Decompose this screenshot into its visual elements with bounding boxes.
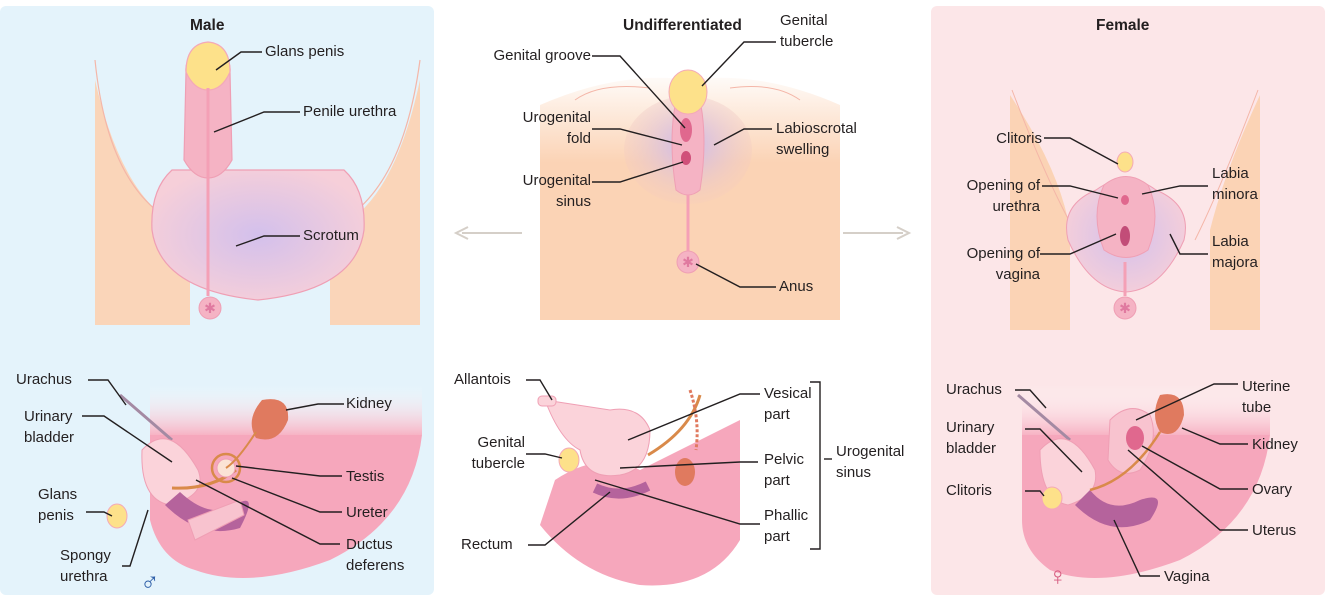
label-urinary-bladder-female: Urinary bladder	[946, 417, 996, 459]
label-opening-of-urethra: Opening of urethra	[967, 175, 1040, 217]
label-allantois: Allantois	[454, 369, 511, 390]
label-kidney-male: Kidney	[346, 393, 392, 414]
label-urogenital-sinus-top: Urogenital sinus	[523, 170, 591, 212]
male-title: Male	[190, 17, 224, 35]
label-spongy-urethra: Spongy urethra	[60, 545, 111, 587]
label-urinary-bladder-male: Urinary bladder	[24, 406, 74, 448]
label-labia-minora: Labia minora	[1212, 163, 1258, 205]
undifferentiated-title: Undifferentiated	[623, 17, 742, 35]
label-ureter: Ureter	[346, 502, 388, 523]
label-phallic-part: Phallic part	[764, 505, 808, 547]
label-glans-penis-bottom: Glans penis	[38, 484, 77, 526]
male-symbol-icon: ♂	[140, 569, 160, 595]
label-urogenital-sinus-bracket: Urogenital sinus	[836, 441, 904, 483]
label-genital-tubercle-bottom: Genital tubercle	[472, 432, 525, 474]
male-external-genitalia: ✱	[95, 42, 420, 325]
female-internal-sagittal	[1018, 385, 1270, 578]
label-labia-majora: Labia majora	[1212, 231, 1258, 273]
label-genital-tubercle-top: Genital tubercle	[780, 10, 833, 52]
label-labioscrotal-swelling: Labioscrotal swelling	[776, 118, 857, 160]
female-external-genitalia: ✱	[1010, 90, 1260, 330]
label-testis: Testis	[346, 466, 384, 487]
label-clitoris-bottom: Clitoris	[946, 480, 992, 501]
label-vagina: Vagina	[1164, 566, 1210, 587]
svg-text:✱: ✱	[204, 300, 216, 316]
label-anus: Anus	[779, 276, 813, 297]
label-opening-of-vagina: Opening of vagina	[967, 243, 1040, 285]
label-ovary: Ovary	[1252, 479, 1292, 500]
label-genital-groove: Genital groove	[493, 45, 591, 66]
svg-text:✱: ✱	[682, 254, 694, 270]
label-urachus-female: Urachus	[946, 379, 1002, 400]
label-ductus-deferens: Ductus deferens	[346, 534, 404, 576]
label-urachus-male: Urachus	[16, 369, 72, 390]
label-scrotum: Scrotum	[303, 225, 359, 246]
female-title: Female	[1096, 17, 1149, 35]
label-urogenital-fold: Urogenital fold	[523, 107, 591, 149]
female-symbol-icon: ♀	[1048, 563, 1068, 589]
label-uterus: Uterus	[1252, 520, 1296, 541]
label-kidney-female: Kidney	[1252, 434, 1298, 455]
undifferentiated-internal-sagittal	[538, 390, 740, 585]
label-vesical-part: Vesical part	[764, 383, 812, 425]
svg-text:✱: ✱	[1119, 300, 1131, 316]
label-glans-penis: Glans penis	[265, 41, 344, 62]
label-rectum: Rectum	[461, 534, 513, 555]
label-penile-urethra: Penile urethra	[303, 101, 396, 122]
label-clitoris-top: Clitoris	[996, 128, 1042, 149]
label-uterine-tube: Uterine tube	[1242, 376, 1290, 418]
label-pelvic-part: Pelvic part	[764, 449, 804, 491]
